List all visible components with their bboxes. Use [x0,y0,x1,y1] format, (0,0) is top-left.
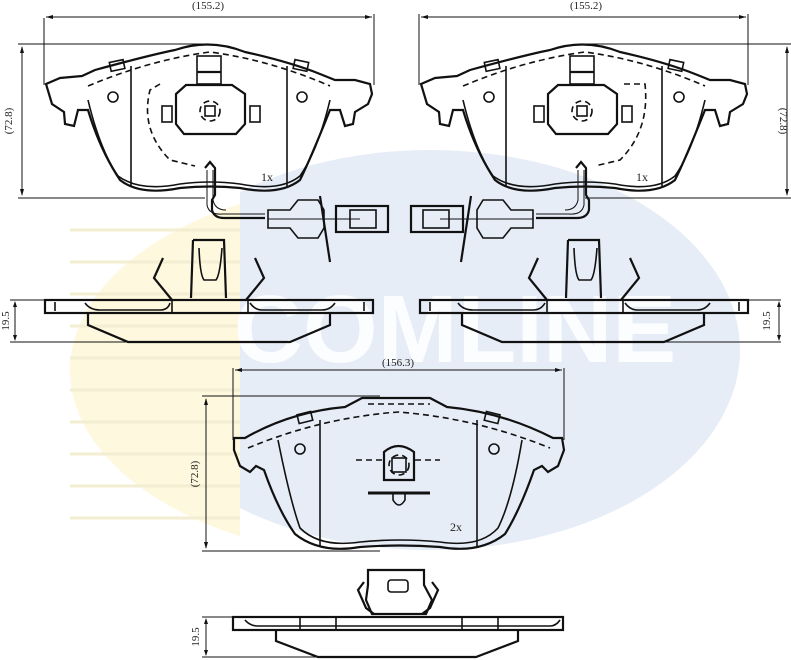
pad-top-right-side-view: 19.5 [418,238,781,344]
width-dimension-label: (155.2) [192,0,224,12]
height-dimension-label: (72.8) [189,460,201,487]
pad-bottom-side-view: 19.5 [190,568,565,659]
pad-top-left-side-view: 19.5 [0,238,375,344]
quantity-label: 2x [450,520,462,534]
height-dimension-label: (72.8) [3,107,15,134]
pad-top-left-front-view: (155.2) (72.8) [3,0,390,263]
thickness-dimension-label: 19.5 [0,311,12,331]
watermark-text: COMLINE [234,276,677,383]
watermark-yellow-half [70,203,240,537]
pad-top-right-front-view: (155.2) (72.8) 1x [409,0,791,263]
pad-bottom-front-view: (156.3) (72.8) 2x [189,357,566,552]
quantity-label: 1x [636,170,648,184]
width-dimension-label: (155.2) [570,0,602,12]
thickness-dimension-label: 19.5 [190,627,202,647]
height-dimension-label: (72.8) [777,108,789,135]
thickness-dimension-label: 19.5 [761,311,773,331]
watermark-blue-half [240,150,740,550]
quantity-label: 1x [261,170,273,184]
width-dimension-label: (156.3) [382,357,414,369]
